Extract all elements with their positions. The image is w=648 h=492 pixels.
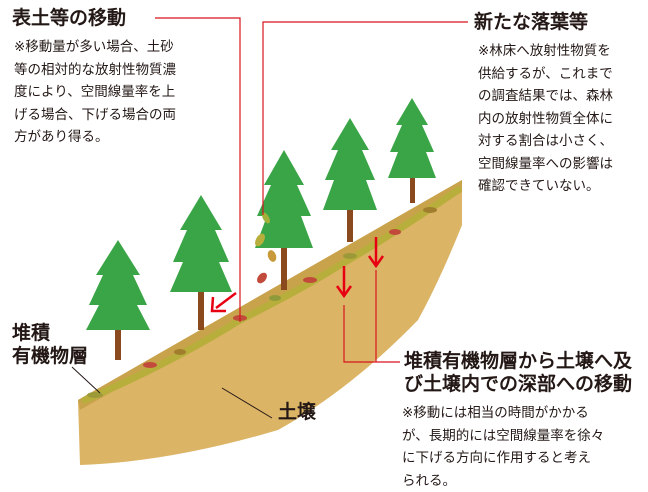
surface-soil-description: ※移動量が多い場合、土砂 等の相対的な放射性物質濃 度により、空間線量率を上 げ…	[14, 36, 176, 149]
new-litter-description: ※林床へ放射性物質を 供給するが、これまで の調査結果では、森林 内の放射性物質…	[478, 40, 613, 198]
tree-5	[388, 98, 436, 203]
text-line: ※移動には相当の時間がかかる	[402, 402, 604, 425]
tree-4	[323, 118, 377, 242]
tree-1	[86, 240, 150, 360]
text-line: 等の相対的な放射性物質濃	[14, 59, 176, 82]
text-line: 対する割合は小さく、	[478, 130, 613, 153]
text-line: 堆積	[12, 322, 88, 345]
text-line: 供給するが、これまで	[478, 63, 613, 86]
text-line: 方があり得る。	[14, 126, 176, 149]
surface-soil-arrow	[212, 293, 236, 311]
text-line: げる場合、下げる場合の両	[14, 104, 176, 127]
text-line: 有機物層	[12, 345, 88, 368]
text-line: に下げる方向に作用すると考え	[402, 447, 604, 470]
migration-title: 堆積有機物層から土壌へ及 び土壌内での深部への移動	[404, 350, 632, 396]
text-line: 確認できていない。	[478, 175, 613, 198]
text-line: 内の放射性物質全体に	[478, 108, 613, 131]
leader-organic-layer	[72, 367, 100, 393]
text-line: 空間線量率への影響は	[478, 153, 613, 176]
text-line: ※移動量が多い場合、土砂	[14, 36, 176, 59]
text-line: が、長期的には空間線量率を徐々	[402, 425, 604, 448]
text-line: び土壌内での深部への移動	[404, 373, 632, 396]
text-line: 堆積有機物層から土壌へ及	[404, 350, 632, 373]
new-litter-title: 新たな落葉等	[474, 11, 588, 34]
text-line: られる。	[402, 470, 604, 492]
surface-soil-title: 表土等の移動	[12, 7, 126, 30]
tree-3	[255, 150, 313, 290]
migration-description: ※移動には相当の時間がかかる が、長期的には空間線量率を徐々 に下げる方向に作用…	[402, 402, 604, 492]
text-line: ※林床へ放射性物質を	[478, 40, 613, 63]
text-line: の調査結果では、森林	[478, 85, 613, 108]
text-line: 度により、空間線量率を上	[14, 81, 176, 104]
soil-label: 土壌	[278, 401, 316, 424]
organic-layer-label: 堆積 有機物層	[12, 322, 88, 368]
